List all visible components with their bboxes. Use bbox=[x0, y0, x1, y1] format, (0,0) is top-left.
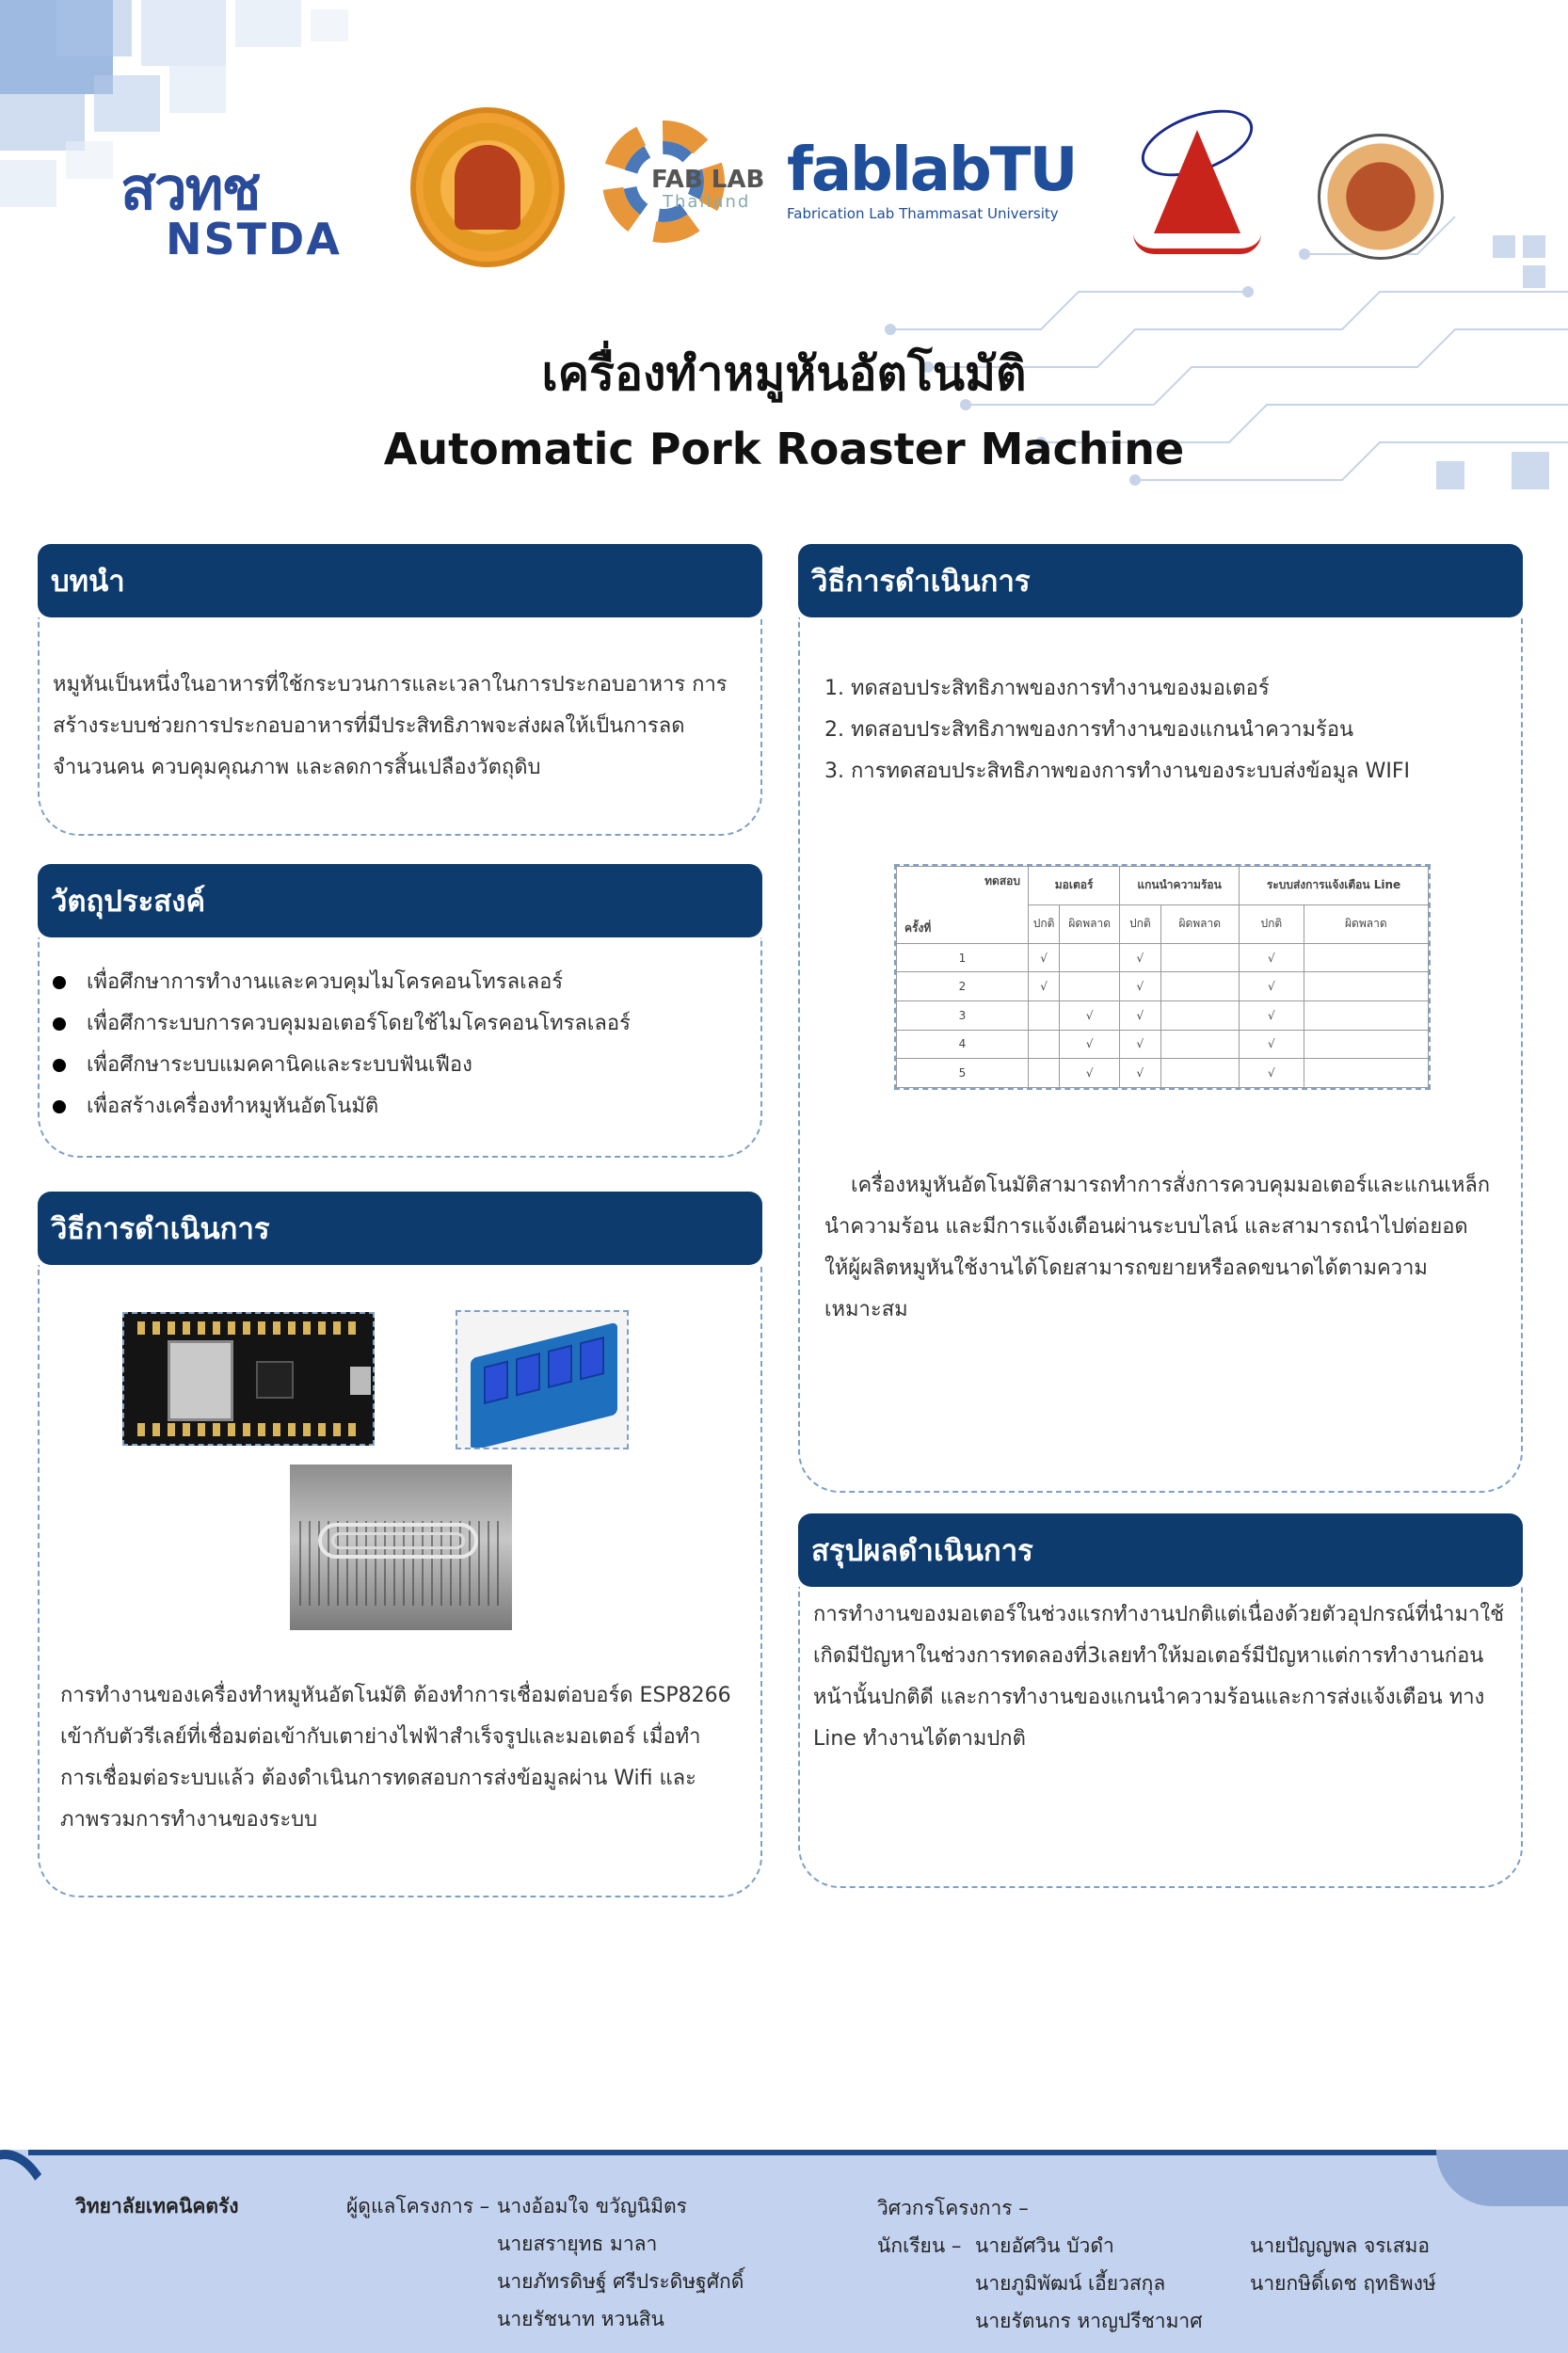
nstda-logo-english: NSTDA bbox=[166, 214, 342, 264]
table-group-header: แกนนำความร้อน bbox=[1119, 866, 1240, 905]
table-row: 3√√√ bbox=[896, 1000, 1430, 1031]
table-row: 5√√√ bbox=[896, 1058, 1430, 1088]
footer bbox=[0, 2150, 1568, 2353]
footer-students-col2: นายปัญญพล จรเสมอ นายกษิดิ์เดช ฤทธิพงษ์ bbox=[1250, 2227, 1436, 2302]
table-subheader: ผิดพลาด bbox=[1160, 904, 1240, 944]
nstda-logo: สวทช NSTDA bbox=[120, 154, 384, 262]
table-row: 2√√√ bbox=[896, 971, 1430, 1001]
method-right-line: นำความร้อน และมีการแจ้งเตือนผ่านระบบไลน์… bbox=[824, 1215, 1468, 1239]
fablab-logo-text: FAB LAB bbox=[651, 166, 765, 194]
method-left-box bbox=[38, 1265, 762, 1897]
conclusion-line: หน้านั้นปกติดี และการทำงานของแกนนำความร้… bbox=[813, 1686, 1485, 1709]
fablabtu-logo-subtitle: Fabrication Lab Thammasat University bbox=[787, 205, 1059, 222]
esp8266-board-image bbox=[122, 1312, 375, 1446]
table-subheader: ผิดพลาด bbox=[1059, 904, 1121, 944]
footer-student: นายปัญญพล จรเสมอ bbox=[1250, 2234, 1430, 2257]
footer-supervisor: นางอ้อมใจ ขวัญนิมิตร bbox=[497, 2195, 687, 2217]
faculty-of-science-logo bbox=[1126, 96, 1267, 271]
test-results-table: ทดสอบ ครั้งที่ มอเตอร์ แกนนำความร้อน ระบ… bbox=[894, 864, 1431, 1090]
intro-line: สร้างระบบช่วยการประกอบอาหารที่มีประสิทธิ… bbox=[53, 714, 685, 738]
table-subheader: ปกติ bbox=[1239, 904, 1304, 944]
table-subheader: ปกติ bbox=[1119, 904, 1161, 944]
conclusion-line: การทำงานของมอเตอร์ในช่วงแรกทำงานปกติแต่เ… bbox=[813, 1603, 1505, 1626]
fablabtu-logo-name: fablabTU bbox=[787, 136, 1078, 205]
list-item: 1. ทดสอบประสิทธิภาพของการทำงานของมอเตอร์ bbox=[824, 677, 1270, 700]
conclusion-line: Line ทำงานได้ตามปกติ bbox=[813, 1727, 1026, 1751]
intro-heading: บทนำ bbox=[38, 544, 762, 617]
bullet-icon bbox=[53, 976, 66, 989]
method-right-line: ให้ผู้ผลิตหมูหันใช้งานได้โดยสามารถขยายหร… bbox=[824, 1257, 1428, 1280]
intro-box bbox=[38, 617, 762, 836]
thammasat-university-seal bbox=[410, 107, 565, 267]
footer-student: นายอัศวิน บัวดำ bbox=[975, 2234, 1114, 2257]
trang-technical-college-seal bbox=[1318, 134, 1444, 260]
footer-college: วิทยาลัยเทคนิคตรัง bbox=[75, 2195, 239, 2217]
list-item: 3. การทดสอบประสิทธิภาพของการทำงานของระบบ… bbox=[824, 760, 1410, 783]
table-corner-cell: ทดสอบ ครั้งที่ bbox=[896, 866, 1029, 944]
fablab-thailand-logo: FAB LAB Thailand bbox=[602, 111, 781, 252]
list-item: เพื่อสร้างเครื่องทำหมูหันอัตโนมัติ bbox=[49, 1086, 745, 1128]
intro-text: หมูหันเป็นหนึ่งในอาหารที่ใช้กระบวนการและ… bbox=[53, 664, 768, 789]
fablabtu-logo: fablabTU Fabrication Lab Thammasat Unive… bbox=[787, 137, 1088, 241]
footer-engineer-label: วิศวกรโครงการ – bbox=[877, 2197, 1029, 2219]
method-left-line: การทำงานของเครื่องทำหมูหันอัตโนมัติ ต้อง… bbox=[60, 1684, 731, 1707]
method-right-line: เครื่องหมูหันอัตโนมัติสามารถทำการสั่งการ… bbox=[851, 1174, 1491, 1197]
method-left-line: เข้ากับตัวรีเลย์ที่เชื่อมต่อเข้ากับเตาย่… bbox=[60, 1725, 701, 1749]
circuit-decoration bbox=[885, 216, 1568, 489]
footer-supervisors: นางอ้อมใจ ขวัญนิมิตร นายสรายุทธ มาลา นาย… bbox=[497, 2187, 744, 2338]
footer-students-col1: นายอัศวิน บัวดำ นายภูมิพัฒน์ เอี้ยวสกุล … bbox=[975, 2227, 1203, 2340]
bullet-icon bbox=[53, 1059, 66, 1072]
method-right-box bbox=[798, 617, 1523, 1493]
conclusion-box bbox=[798, 1587, 1523, 1888]
objectives-box bbox=[38, 937, 762, 1158]
method-right-line: เหมาะสม bbox=[824, 1298, 908, 1321]
conclusion-line: เกิดมีปัญหาในช่วงการทดลองที่3เลยทำให้มอเ… bbox=[813, 1644, 1484, 1668]
objectives-heading: วัตถุประสงค์ bbox=[38, 864, 762, 937]
nstda-logo-thai: สวทช bbox=[120, 154, 262, 223]
method-right-heading: วิธีการดำเนินการ bbox=[798, 544, 1523, 617]
bullet-icon bbox=[53, 1017, 66, 1031]
intro-line: หมูหันเป็นหนึ่งในอาหารที่ใช้กระบวนการและ… bbox=[53, 673, 728, 696]
list-item: เพื่อศึกษาระบบแมคคานิคและระบบฟันเฟือง bbox=[49, 1045, 745, 1086]
footer-supervisor: นายรัชนาท หวนสิน bbox=[497, 2308, 664, 2330]
table-subheader: ผิดพลาด bbox=[1303, 904, 1430, 944]
footer-supervisor: นายสรายุทธ มาลา bbox=[497, 2233, 658, 2255]
method-left-line: การเชื่อมต่อระบบแล้ว ต้องดำเนินการทดสอบก… bbox=[60, 1767, 696, 1790]
fablab-logo-country: Thailand bbox=[663, 192, 751, 212]
intro-line: จำนวนคน ควบคุมคุณภาพ และลดการสิ้นเปลืองว… bbox=[53, 756, 541, 779]
table-group-header: มอเตอร์ bbox=[1027, 866, 1121, 905]
list-item: 2. ทดสอบประสิทธิภาพของการทำงานของแกนนำคว… bbox=[824, 718, 1354, 742]
method-steps-list: 1. ทดสอบประสิทธิภาพของการทำงานของมอเตอร์… bbox=[824, 668, 1502, 792]
method-left-line: ภาพรวมการทำงานของระบบ bbox=[60, 1808, 318, 1832]
list-item: เพื่อศึกษาการทำงานและควบคุมไมโครคอนโทรลเ… bbox=[49, 962, 745, 1003]
decorative-squares bbox=[0, 0, 395, 245]
bullet-icon bbox=[53, 1100, 66, 1113]
table-group-header: ระบบส่งการแจ้งเตือน Line bbox=[1239, 866, 1429, 905]
electric-oven-image bbox=[290, 1465, 512, 1630]
footer-supervisor: นายภัทรดิษฐ์ ศรีประดิษฐศักดิ์ bbox=[497, 2270, 744, 2293]
footer-supervisor-label: ผู้ดูแลโครงการ – bbox=[346, 2195, 490, 2217]
table-subheader: ปกติ bbox=[1027, 904, 1061, 944]
conclusion-heading: สรุปผลดำเนินการ bbox=[798, 1513, 1523, 1587]
footer-student: นายกษิดิ์เดช ฤทธิพงษ์ bbox=[1250, 2272, 1436, 2295]
table-row: 4√√√ bbox=[896, 1029, 1430, 1060]
table-row: 1√√√ bbox=[896, 942, 1430, 973]
conclusion-text: การทำงานของมอเตอร์ในช่วงแรกทำงานปกติแต่เ… bbox=[813, 1594, 1521, 1760]
method-right-text: เครื่องหมูหันอัตโนมัติสามารถทำการสั่งการ… bbox=[824, 1165, 1512, 1331]
method-left-heading: วิธีการดำเนินการ bbox=[38, 1192, 762, 1265]
method-left-text: การทำงานของเครื่องทำหมูหันอัตโนมัติ ต้อง… bbox=[60, 1675, 757, 1841]
objectives-list: เพื่อศึกษาการทำงานและควบคุมไมโครคอนโทรลเ… bbox=[49, 962, 745, 1128]
test-results-grid: ทดสอบ ครั้งที่ มอเตอร์ แกนนำความร้อน ระบ… bbox=[896, 866, 1430, 1088]
poster-title-english: Automatic Pork Roaster Machine bbox=[383, 424, 1185, 474]
footer-students-label: นักเรียน – bbox=[877, 2234, 962, 2257]
poster-title-thai: เครื่องทำหมูหันอัตโนมัติ bbox=[541, 346, 1027, 401]
footer-student: นายรัตนกร หาญปรีชามาศ bbox=[975, 2310, 1203, 2332]
list-item: เพื่อศึการะบบการควบคุมมอเตอร์โดยใช้ไมโคร… bbox=[49, 1003, 745, 1045]
relay-module-image bbox=[456, 1310, 629, 1449]
footer-student: นายภูมิพัฒน์ เอี้ยวสกุล bbox=[975, 2272, 1166, 2295]
